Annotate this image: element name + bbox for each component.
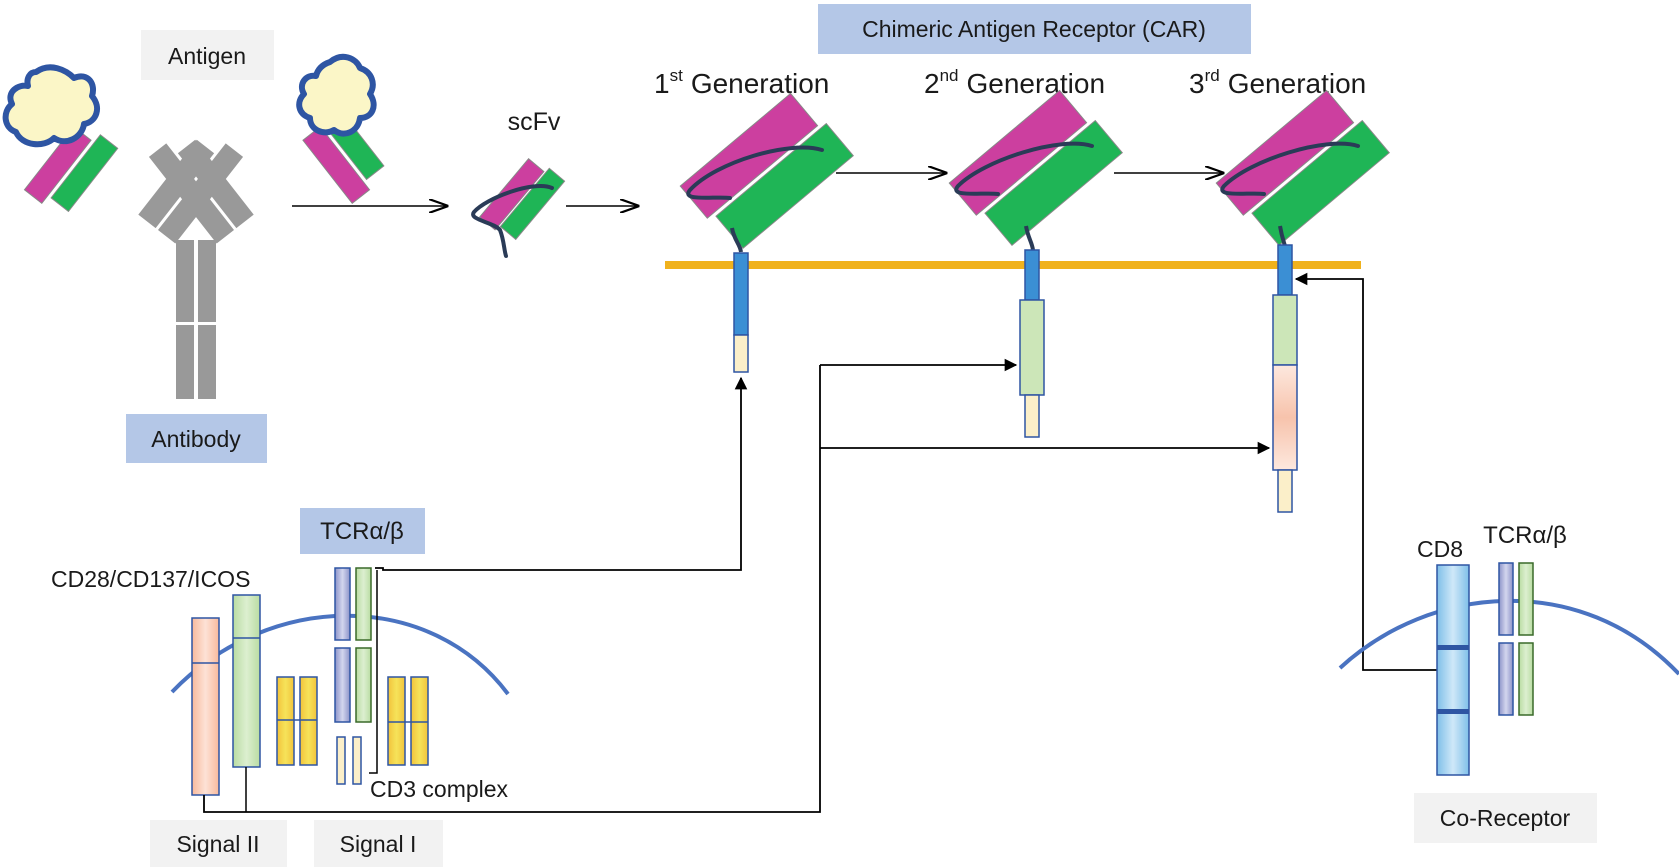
tcr-right-beta-bottom: [1518, 642, 1534, 716]
gen3-costim1: [1272, 294, 1298, 366]
antigen-label: Antigen: [168, 43, 246, 69]
gen1-hinge: [730, 227, 743, 253]
scfv-linker: [471, 184, 554, 258]
gen2-transmembrane: [1024, 249, 1040, 301]
tcr-left-beta-bottom: [355, 647, 372, 723]
gen3-vl: [1251, 119, 1390, 247]
gen3-costim2: [1272, 364, 1298, 471]
gen3-linker: [1220, 141, 1360, 196]
gen2-hinge: [1024, 225, 1035, 251]
signal-2-label: Signal II: [176, 831, 259, 857]
antibody-right-vh: [302, 126, 371, 204]
cd8-band-2: [1437, 709, 1469, 714]
signal-2-box: [150, 820, 287, 867]
antigen-label-box: [141, 30, 274, 80]
cd3-bracket: [369, 570, 378, 774]
antigen-blob-right: [296, 53, 377, 137]
cd8-receptor: [1436, 564, 1470, 776]
connector-signal1-to-gen1: [375, 376, 748, 571]
car-gen1: [679, 92, 854, 373]
antibody-figure: [2, 53, 385, 399]
connector-signal2-base: [203, 365, 821, 813]
gen2-costim: [1019, 299, 1045, 396]
gen2-linker: [954, 141, 1094, 196]
tcr-right-label: TCRα/β: [1483, 522, 1567, 549]
antibody-stem-right: [198, 240, 216, 322]
cd3-yellow-b1: [387, 676, 406, 766]
gen2-vl: [984, 119, 1123, 247]
gen3-transmembrane: [1277, 244, 1293, 296]
antigen-blob-left: [2, 64, 101, 148]
costim-receptor-peach: [191, 617, 220, 796]
car-gen2: [948, 89, 1123, 438]
antibody-stem-left-lower: [176, 325, 194, 399]
tcr-left-label-box: [300, 508, 425, 554]
cd8-band-1: [1437, 645, 1469, 650]
coreceptor-label-box: [1414, 793, 1597, 843]
car-title-box: [818, 4, 1251, 54]
antibody-left-vl: [50, 134, 119, 213]
signal-1-box: [314, 820, 443, 867]
signal-1-label: Signal I: [340, 831, 417, 857]
cd3-yellow-b2: [410, 676, 429, 766]
tcr-left-alpha-top: [334, 567, 351, 641]
antibody-label: Antibody: [151, 426, 241, 452]
car-membrane-bar: [665, 261, 1361, 269]
tcr-right-beta-top: [1518, 562, 1534, 636]
tcr-left-beta-top: [355, 567, 372, 641]
antibody-stem-right-lower: [198, 325, 216, 399]
cd3-yellow-a2: [299, 676, 318, 766]
cd3-zeta-left: [336, 736, 346, 785]
costim-label: CD28/CD137/ICOS: [51, 566, 250, 592]
cd3-zeta-right: [352, 736, 362, 785]
costim-receptor-green: [232, 594, 261, 768]
cd3-complex-label: CD3 complex: [370, 776, 509, 802]
antibody-stem-left: [176, 240, 194, 322]
tcr-right-alpha-bottom: [1498, 642, 1514, 716]
cd3-yellow-a1: [276, 676, 295, 766]
tcr-left-label: TCRα/β: [320, 518, 404, 545]
antibody-right-arm-heavy: [148, 143, 234, 244]
coreceptor-label: Co-Receptor: [1440, 805, 1571, 831]
gen1-vl: [715, 122, 854, 250]
car-title: Chimeric Antigen Receptor (CAR): [862, 16, 1206, 42]
cd8-label: CD8: [1417, 536, 1463, 562]
gen1-linker: [686, 145, 824, 200]
gen3-cd3zeta: [1277, 469, 1293, 513]
tcr-left-alpha-bottom: [334, 647, 351, 723]
gen2-cd3zeta: [1024, 394, 1040, 438]
tcr-right-alpha-top: [1498, 562, 1514, 636]
gen1-transmembrane: [733, 252, 749, 336]
antibody-right-arm-light: [177, 139, 254, 229]
scfv-label: scFv: [508, 108, 561, 136]
car-gen3: [1215, 89, 1390, 513]
antibody-label-box: [126, 414, 267, 463]
connector-coreceptor-to-gen3: [1294, 272, 1437, 671]
gen1-cd3zeta: [733, 334, 749, 373]
